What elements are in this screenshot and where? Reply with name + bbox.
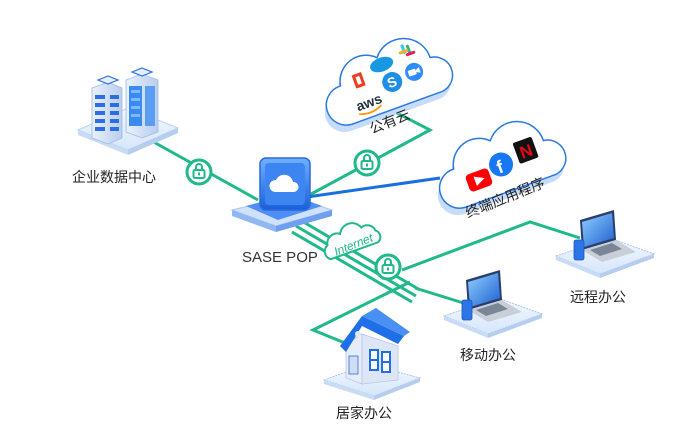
- remote-office-node[interactable]: 远程办公: [554, 210, 656, 306]
- links: [149, 110, 581, 347]
- svg-text:N: N: [517, 141, 535, 163]
- cloud-server-icon: [230, 157, 334, 232]
- youtube-logo-icon: [465, 168, 493, 192]
- endpoint-apps-node[interactable]: f N: [422, 108, 573, 221]
- laptop-phone-icon: [442, 270, 544, 338]
- netflix-logo-icon: N: [513, 137, 539, 164]
- lock-datacenter-hub: [185, 158, 213, 186]
- public-cloud-node[interactable]: S aws: [308, 25, 459, 138]
- link-hub-public-cloud: [299, 110, 434, 202]
- skype-logo-icon: [382, 71, 403, 92]
- sase-pop-node[interactable]: SASE POP: [230, 157, 334, 266]
- datacenter-label: 企业数据中心: [72, 169, 156, 186]
- internet-cloud-icon: [323, 222, 382, 261]
- remote-office-label: 远程办公: [570, 290, 626, 306]
- datacenter-node[interactable]: 企业数据中心: [72, 67, 180, 186]
- mobile-office-label: 移动办公: [460, 348, 516, 364]
- link-remote-office: [401, 220, 581, 272]
- link-hub-endpoint-apps: [299, 176, 441, 200]
- link-home-office: [309, 280, 411, 347]
- sase-pop-label: SASE POP: [242, 249, 318, 266]
- laptop-phone-icon: [554, 210, 656, 278]
- home-office-label: 居家办公: [336, 405, 392, 422]
- home-office-node[interactable]: 居家办公: [322, 308, 422, 422]
- datacenter-icon: [76, 67, 180, 155]
- salesforce-logo-icon: [370, 56, 394, 73]
- lock-hub-public-cloud: [353, 149, 381, 177]
- slack-logo-icon: [398, 44, 416, 57]
- house-icon: [322, 308, 422, 400]
- mobile-office-node[interactable]: 移动办公: [442, 270, 544, 364]
- lock-internet-tunnel: [374, 253, 402, 281]
- internet-badge: Internet: [323, 222, 382, 261]
- facebook-logo-icon: f: [489, 152, 514, 178]
- link-mobile-office: [414, 286, 471, 307]
